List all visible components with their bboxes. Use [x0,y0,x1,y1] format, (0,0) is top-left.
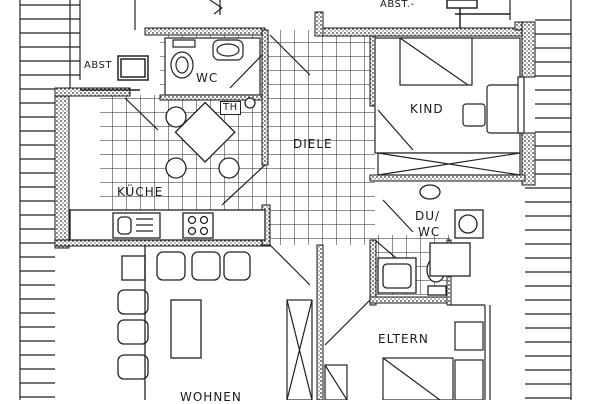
room-label-wohnen: WOHNEN [180,390,242,404]
du-wc-fixtures [377,184,484,296]
room-label-du-wc: WC [418,225,441,239]
abst-left-box [80,55,149,91]
room-wc [164,37,263,96]
living-room-furniture [117,245,251,400]
annotation-abst-left: ABST [84,60,112,71]
roof-slats-right [509,0,572,400]
room-label-eltern: ELTERN [378,332,429,346]
room-label-diele: DIELE [293,137,333,151]
annotation-th: TH [220,101,241,115]
door-swings [124,34,414,346]
room-eltern [382,304,491,400]
room-label-du: DU/ [415,209,441,223]
room-label-wc: WC [196,71,219,85]
room-label-kind: KIND [410,102,444,116]
abst-top-box [446,0,510,28]
walls [54,11,536,400]
closets [286,299,348,400]
stair-top [79,0,223,80]
roof-slats-left [19,0,80,400]
room-kind [374,37,525,176]
annotation-abst-top: ABST.- [380,0,415,10]
kitchen-table-set [165,101,240,179]
kitchen-counter [69,97,266,241]
room-label-kueche: KÜCHE [117,185,164,199]
